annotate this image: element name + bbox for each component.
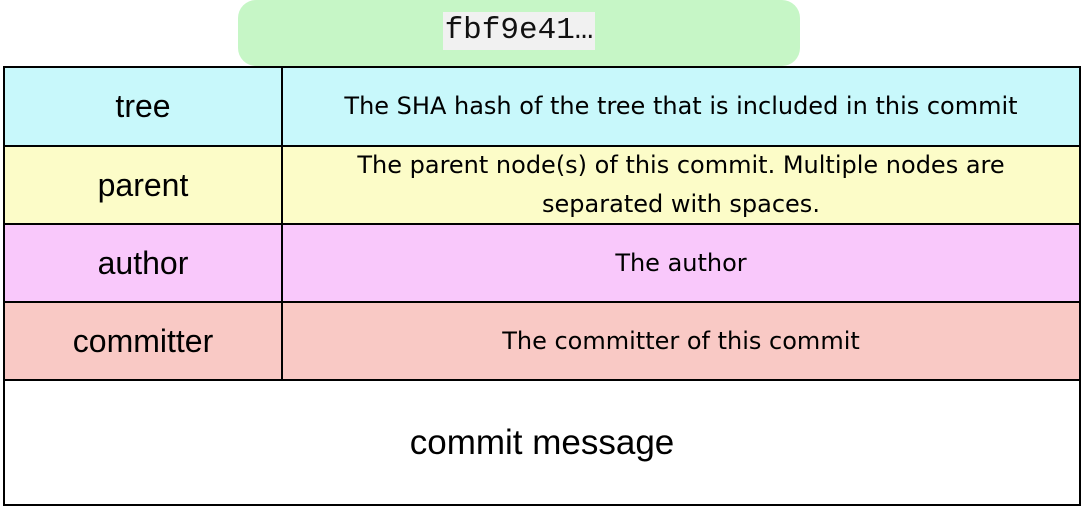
committer-row: committer The committer of this commit [5, 303, 1079, 381]
committer-description: The committer of this commit [502, 326, 860, 355]
author-row: author The author [5, 225, 1079, 303]
parent-row: parent The parent node(s) of this commit… [5, 147, 1079, 225]
tree-label: tree [5, 68, 283, 145]
parent-label: parent [5, 147, 283, 223]
commit-hash: fbf9e41… [442, 12, 596, 50]
author-description: The author [615, 248, 747, 277]
committer-label: committer [5, 303, 283, 379]
parent-description: The parent node(s) of this commit. Multi… [357, 151, 1005, 218]
commit-message: commit message [5, 381, 1079, 504]
author-label: author [5, 225, 283, 301]
tree-row: tree The SHA hash of the tree that is in… [5, 68, 1079, 147]
tree-description: The SHA hash of the tree that is include… [344, 92, 1018, 120]
commit-hash-box: fbf9e41… [238, 0, 800, 66]
commit-object-table: tree The SHA hash of the tree that is in… [3, 66, 1081, 506]
